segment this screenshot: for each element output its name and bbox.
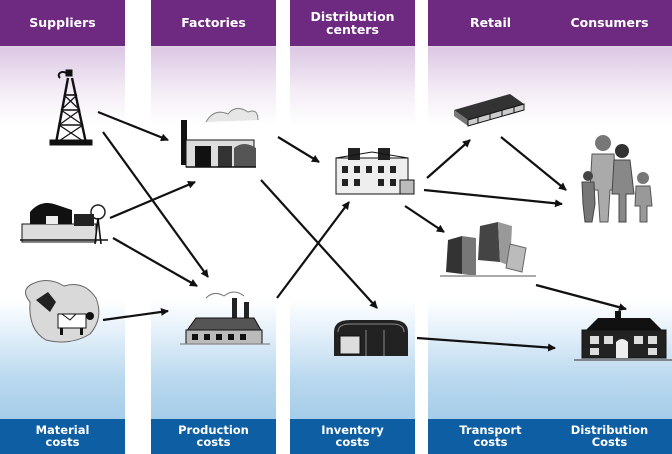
warehouse-building-icon — [335, 148, 415, 195]
flow-arrows — [97, 110, 627, 352]
flow-arrow — [260, 179, 378, 309]
column-distribution-centers: Distribution centers Inventory costs — [290, 0, 415, 454]
flow-arrow — [97, 110, 169, 142]
farm-barn-icon — [20, 203, 108, 245]
column-header: Suppliers — [0, 0, 125, 46]
flow-arrow — [276, 201, 350, 299]
column-suppliers: Suppliers Material costs — [0, 0, 125, 454]
column-footer: Production costs — [151, 419, 276, 454]
column-header: Distribution centers — [290, 0, 415, 46]
column-consumers: Consumers Distribution Costs — [547, 0, 672, 454]
flow-arrow — [416, 336, 556, 352]
flow-arrow — [535, 283, 627, 312]
flow-arrow — [423, 188, 563, 208]
column-header: Retail — [428, 0, 553, 46]
oil-derrick-icon — [49, 69, 93, 146]
column-footer: Transport costs — [428, 419, 553, 454]
column-footer: Distribution Costs — [547, 419, 672, 454]
column-header: Factories — [151, 0, 276, 46]
storage-hangar-icon — [334, 320, 408, 356]
family-consumers-icon — [581, 135, 653, 223]
flow-arrow — [109, 180, 196, 220]
column-footer: Inventory costs — [290, 419, 415, 454]
retail-house-icon — [574, 311, 672, 361]
flow-arrow — [500, 136, 567, 191]
factory-smoke-icon — [181, 108, 259, 168]
flow-arrow — [404, 205, 445, 233]
flow-arrow — [277, 136, 320, 163]
column-footer: Material costs — [0, 419, 125, 454]
flow-arrow — [102, 307, 169, 322]
column-header: Consumers — [547, 0, 672, 46]
dairy-cow-icon — [25, 280, 100, 343]
flow-arrow — [112, 237, 198, 287]
store-buildings-icon — [440, 222, 536, 277]
office-building-icon — [454, 94, 525, 127]
flow-arrow — [426, 139, 471, 179]
flow-arrow — [102, 131, 209, 278]
factory-plant-icon — [180, 291, 270, 345]
